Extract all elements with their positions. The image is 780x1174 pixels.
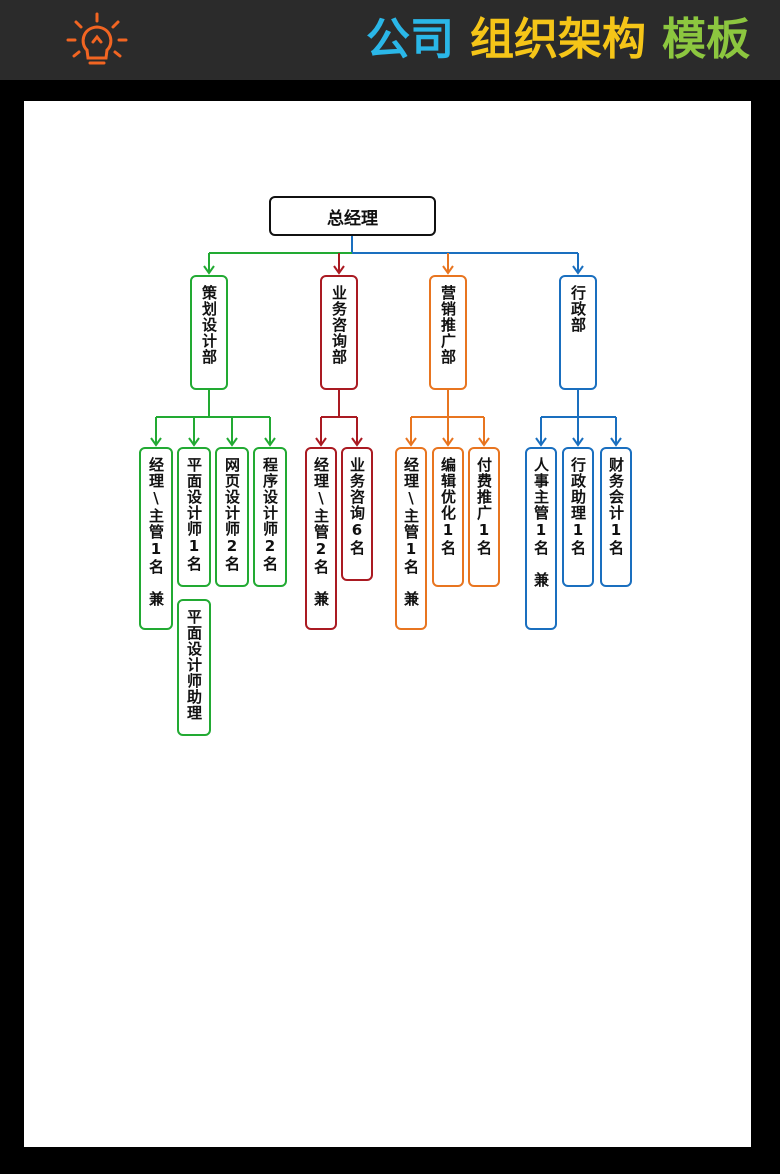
node-seo-editor: 编辑优化1名 <box>432 447 464 587</box>
node-label: 编辑优化1名 <box>439 457 457 556</box>
node-dept-planning: 策划设计部 <box>190 275 228 390</box>
node-label: 经理\主管1名 兼 <box>402 457 420 607</box>
header-bar: 公司组织架构模板 <box>0 0 780 80</box>
node-label: 平面设计师助理 <box>185 609 203 721</box>
node-label: 行政部 <box>569 285 587 333</box>
title-part-org: 组织架构 <box>470 14 646 65</box>
arrowhead <box>351 437 363 447</box>
lightbulb-icon <box>66 12 128 65</box>
node-hr-supervisor: 人事主管1名 兼 <box>525 447 557 630</box>
node-paid-promotion: 付费推广1名 <box>468 447 500 587</box>
arrowhead <box>442 437 454 447</box>
node-label: 经理\主管2名 兼 <box>312 457 330 607</box>
node-admin-assistant: 行政助理1名 <box>562 447 594 587</box>
arrowhead <box>333 265 345 275</box>
node-consultants: 业务咨询6名 <box>341 447 373 581</box>
node-dept-admin: 行政部 <box>559 275 597 390</box>
arrowhead <box>203 265 215 275</box>
node-general-manager: 总经理 <box>269 196 436 236</box>
node-label: 策划设计部 <box>200 285 218 365</box>
node-web-designer: 网页设计师2名 <box>215 447 249 587</box>
arrowhead <box>315 437 327 447</box>
node-graphic-designer: 平面设计师1名 <box>177 447 211 587</box>
title-part-company: 公司 <box>366 14 454 65</box>
title-part-template: 模板 <box>662 14 750 65</box>
node-label: 平面设计师1名 <box>185 457 203 572</box>
node-label: 经理\主管1名 兼 <box>147 457 165 607</box>
node-planning-manager: 经理\主管1名 兼 <box>139 447 173 630</box>
node-label: 付费推广1名 <box>475 457 493 556</box>
node-label: 营销推广部 <box>439 285 457 365</box>
node-marketing-manager: 经理\主管1名 兼 <box>395 447 427 630</box>
node-label: 程序设计师2名 <box>261 457 279 572</box>
arrowhead <box>572 265 584 275</box>
node-label: 业务咨询6名 <box>348 457 366 556</box>
node-label: 人事主管1名 兼 <box>532 457 550 588</box>
node-dept-marketing: 营销推广部 <box>429 275 467 390</box>
arrowhead <box>478 437 490 447</box>
node-label: 业务咨询部 <box>330 285 348 365</box>
page-title: 公司组织架构模板 <box>350 8 750 72</box>
node-graphic-designer-assistant: 平面设计师助理 <box>177 599 211 736</box>
arrowhead <box>405 437 417 447</box>
node-label: 总经理 <box>327 208 378 229</box>
org-chart-canvas: 总经理 策划设计部 业务咨询部 营销推广部 行政部 经理\主管1名 兼 平面设计… <box>24 101 751 1147</box>
node-dept-consulting: 业务咨询部 <box>320 275 358 390</box>
node-label: 财务会计1名 <box>607 457 625 556</box>
arrowhead <box>150 437 162 447</box>
node-label: 行政助理1名 <box>569 457 587 556</box>
arrowhead <box>535 437 547 447</box>
arrowhead <box>442 265 454 275</box>
node-label: 网页设计师2名 <box>223 457 241 572</box>
node-accountant: 财务会计1名 <box>600 447 632 587</box>
arrowhead <box>226 437 238 447</box>
connector-lines <box>150 236 622 447</box>
node-consulting-manager: 经理\主管2名 兼 <box>305 447 337 630</box>
arrowhead <box>264 437 276 447</box>
arrowhead <box>610 437 622 447</box>
arrowhead <box>572 437 584 447</box>
arrowhead <box>188 437 200 447</box>
node-programmer: 程序设计师2名 <box>253 447 287 587</box>
